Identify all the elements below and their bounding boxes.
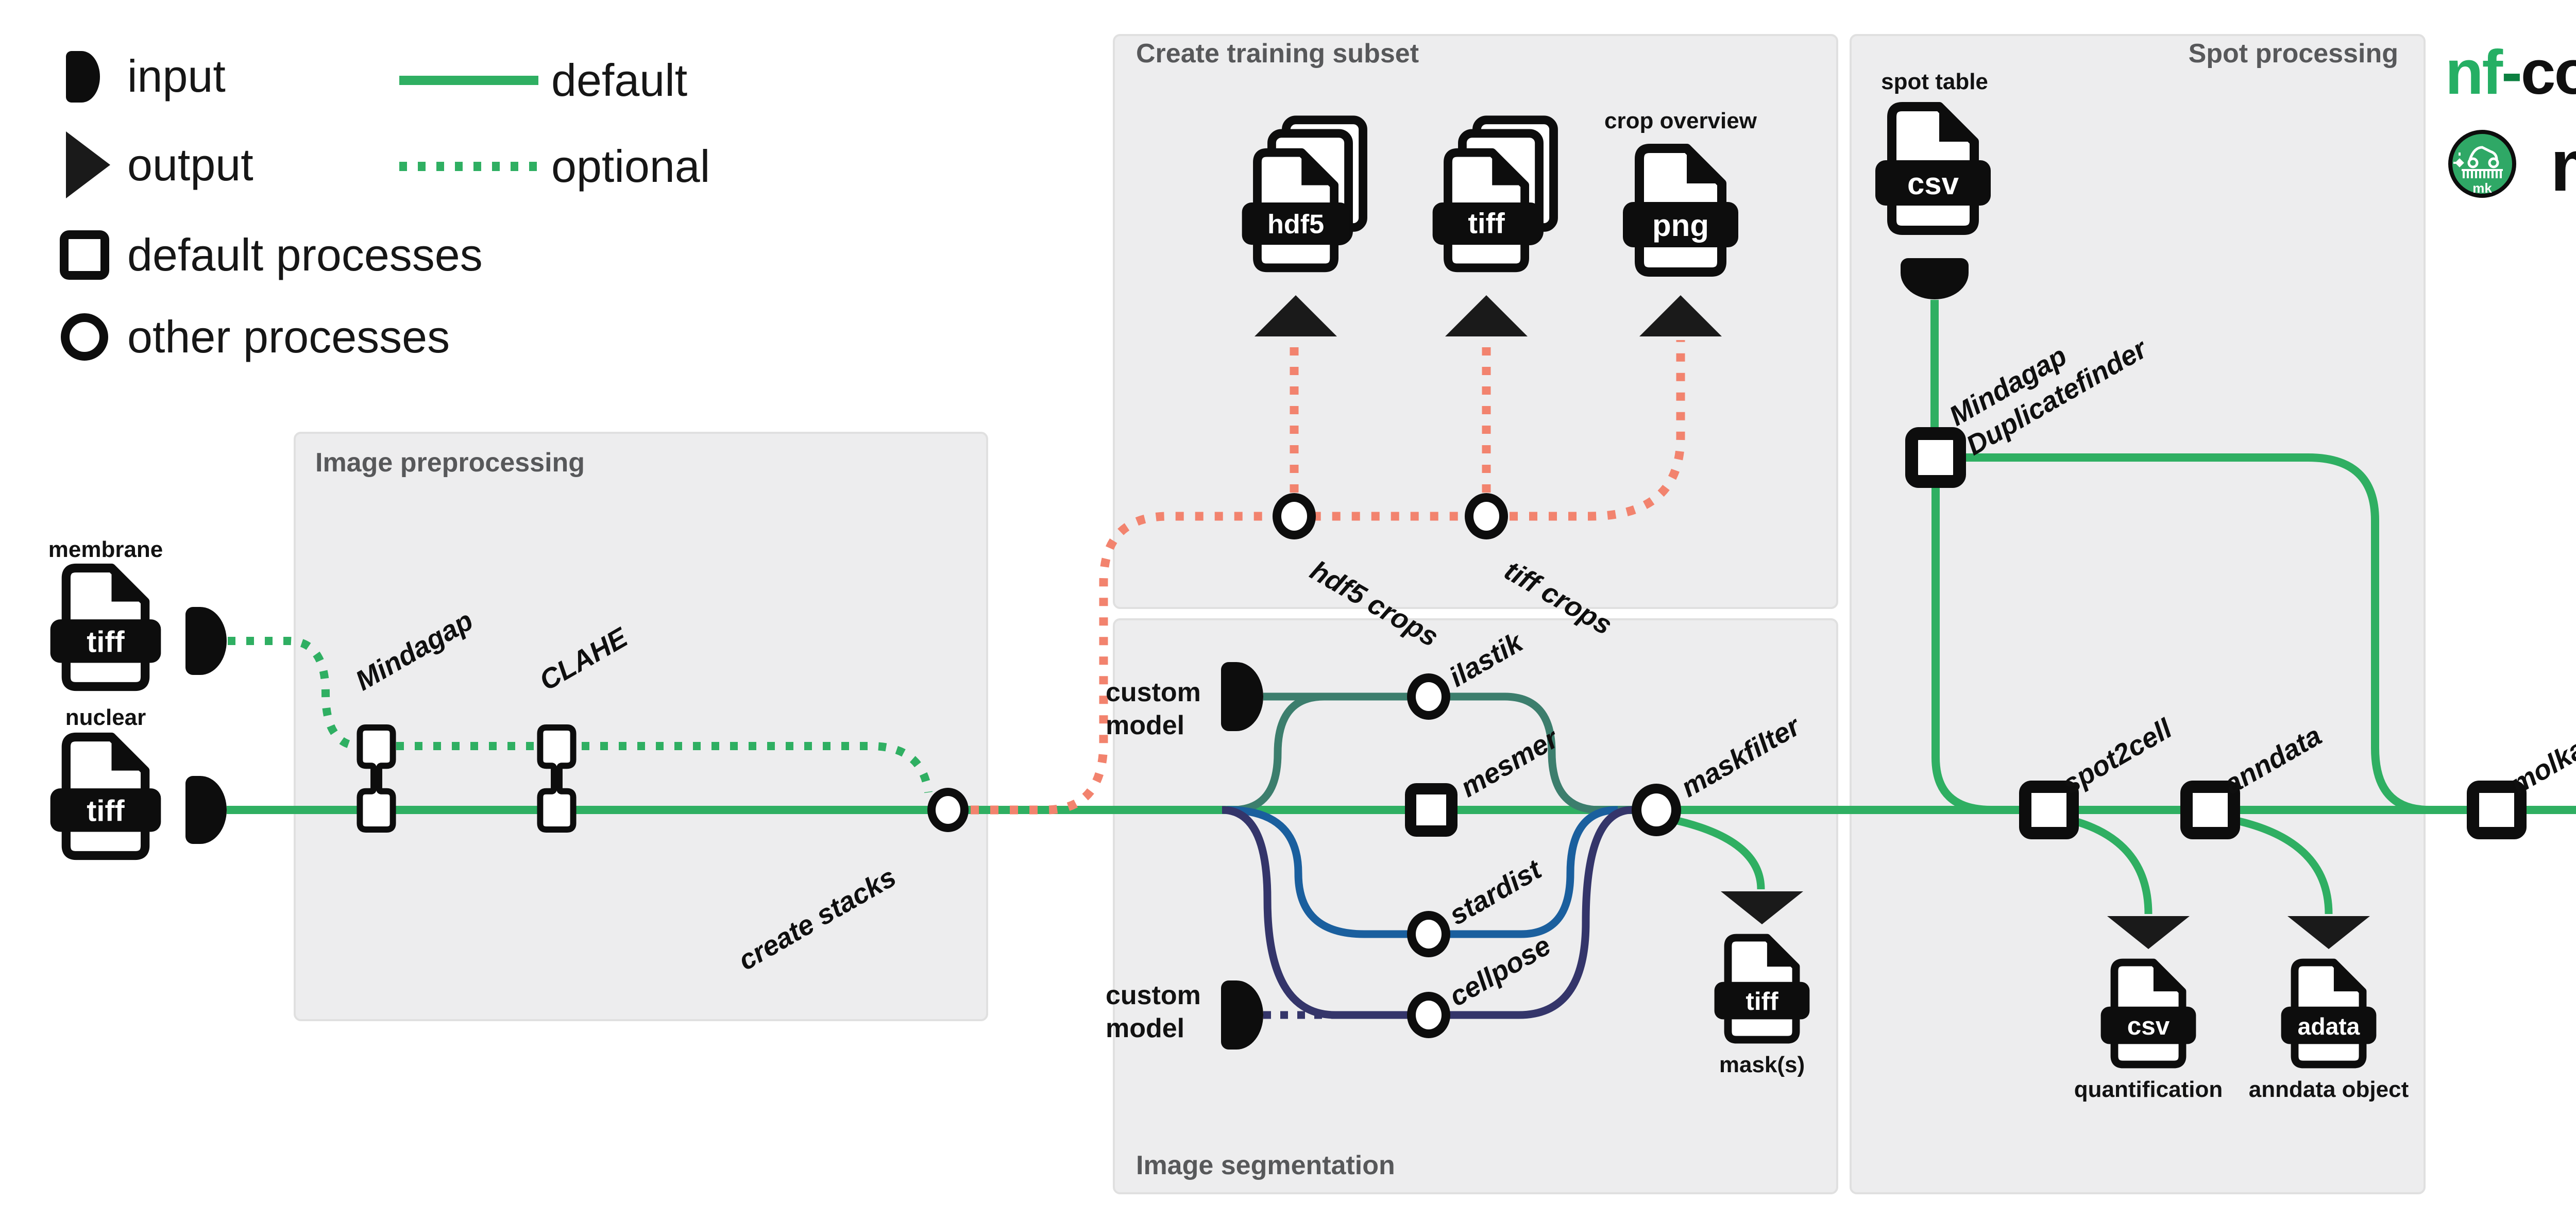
legend-label-default-processes: default processes: [127, 229, 483, 280]
edge-duplicatefinder-down: [1931, 484, 1992, 814]
nuclear-format: tiff: [87, 794, 125, 827]
png-file-icon: png: [1619, 142, 1742, 278]
edge-stardist: [1227, 806, 1618, 938]
box-title-spot: Spot processing: [2188, 39, 2398, 69]
logo-nf: nf: [2445, 37, 2503, 107]
legend-label-output: output: [127, 139, 253, 190]
membrane-file-icon: tiff: [46, 562, 165, 692]
anndata-node: [2180, 781, 2240, 839]
legend-default-process-icon: [60, 230, 109, 280]
logo-dash: -: [2501, 37, 2522, 107]
hdf5-crops-file-icon: hdf5: [1238, 118, 1382, 274]
nf-core-logo-text: nf-core/: [2445, 36, 2576, 108]
cellpose-node: [1407, 992, 1450, 1038]
tiff-crops-node: [1465, 493, 1508, 539]
legend-label-optional: optional: [551, 141, 710, 192]
edge-maskfilter-out: [1670, 815, 1765, 890]
legend-other-process-icon: [61, 313, 108, 361]
custom-model-bottom-label-1: custom: [1106, 980, 1201, 1010]
hdf5-format: hdf5: [1267, 210, 1324, 240]
box-image-preprocessing: [294, 432, 988, 1021]
tiff-crops-format: tiff: [1468, 207, 1505, 240]
box-title-training: Create training subset: [1136, 39, 1419, 69]
mask-format: tiff: [1745, 987, 1778, 1016]
spot-table-file-icon: csv: [1871, 100, 1995, 236]
badge-mk-text: mk: [2472, 180, 2492, 196]
molkart-badge-icon: mk: [2448, 130, 2516, 198]
tiff-crops-file-icon: tiff: [1429, 118, 1573, 274]
legend-label-input: input: [127, 50, 226, 102]
custom-model-top-label-2: model: [1106, 711, 1185, 740]
nuclear-input-connector: [185, 776, 227, 844]
box-title-segmentation: Image segmentation: [1136, 1151, 1395, 1180]
membrane-label: membrane: [48, 537, 163, 562]
nuclear-file-icon: tiff: [46, 731, 165, 861]
box-title-preprocessing: Image preprocessing: [315, 448, 585, 478]
nuclear-label: nuclear: [65, 705, 146, 730]
logo-core: core/: [2520, 37, 2576, 107]
stardist-node: [1407, 911, 1450, 957]
quantification-format: csv: [2127, 1012, 2170, 1040]
maskfilter-node: [1632, 784, 1681, 836]
custom-model-bottom-connector: [1221, 980, 1263, 1050]
mindagap-node: [357, 724, 396, 833]
molkartqc-node: [2467, 781, 2527, 839]
spot-table-label: spot table: [1881, 69, 1988, 94]
molkart-logo-text: molkart: [2550, 124, 2576, 208]
legend-label-default: default: [551, 55, 688, 106]
mesmer-node: [1405, 783, 1458, 837]
create-stacks-node: [927, 788, 969, 832]
clahe-node: [537, 724, 577, 833]
hdf5-crops-node: [1273, 493, 1316, 539]
duplicatefinder-node: [1905, 427, 1966, 488]
quantification-label: quantification: [2074, 1077, 2223, 1102]
edge-duplicatefinder-right: [1965, 453, 2430, 814]
png-format: png: [1652, 208, 1709, 243]
legend-input-icon: [66, 51, 100, 103]
adata-file-icon: adata: [2278, 957, 2380, 1070]
quantification-file-icon: csv: [2097, 957, 2199, 1070]
custom-model-top-label-1: custom: [1106, 678, 1201, 707]
spot2cell-node: [2019, 781, 2079, 839]
edge-salmon-tiffcrops-to-png: [1510, 340, 1685, 521]
membrane-format: tiff: [87, 625, 125, 658]
edge-ilastik-branch: [1232, 692, 1325, 814]
mask-label: mask(s): [1719, 1052, 1805, 1077]
edge-ilastik: [1263, 692, 1634, 814]
edge-salmon-createstacks-to-crops: [971, 512, 1466, 815]
legend-label-other-processes: other processes: [127, 311, 450, 362]
edge-spot2cell-out: [2062, 814, 2153, 915]
custom-model-bottom-label-2: model: [1106, 1013, 1185, 1043]
custom-model-top-connector: [1221, 662, 1263, 731]
crop-overview-label: crop overview: [1604, 108, 1757, 133]
edge-anndata-out: [2224, 814, 2333, 915]
adata-label: anndata object: [2248, 1077, 2409, 1102]
mask-file-icon: tiff: [1711, 933, 1813, 1045]
spot-table-format: csv: [1907, 166, 1959, 201]
ilastik-node: [1407, 673, 1450, 720]
adata-format: adata: [2298, 1013, 2360, 1040]
membrane-input-connector: [185, 607, 227, 675]
